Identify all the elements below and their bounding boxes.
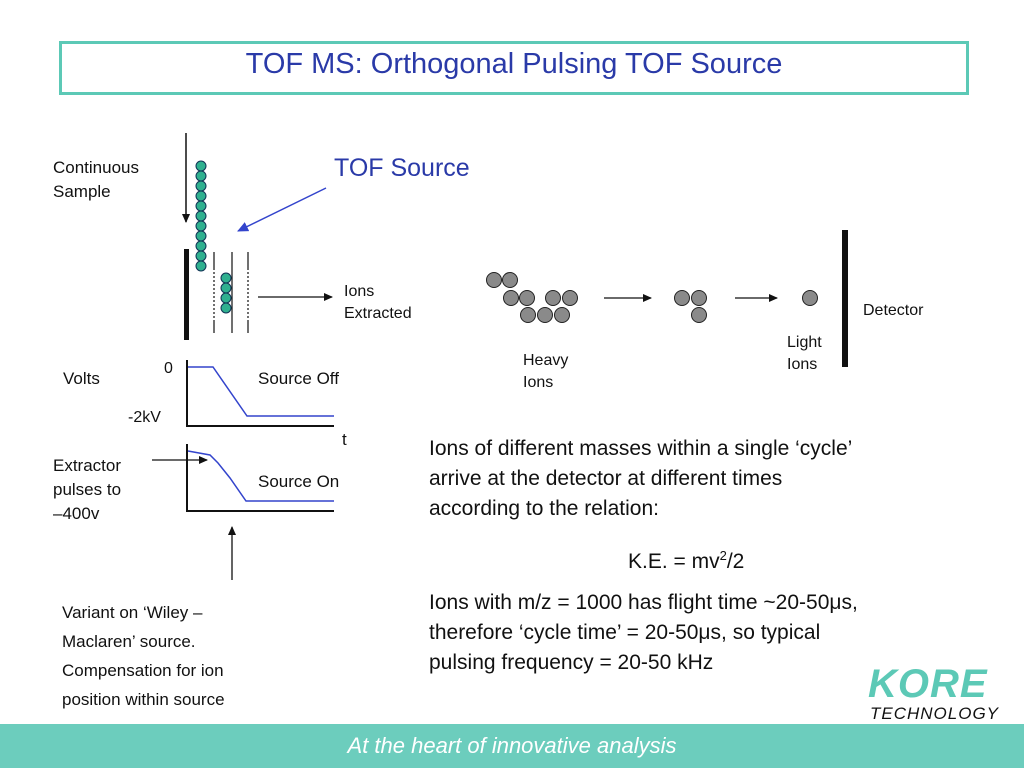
extraction-grids bbox=[213, 252, 249, 333]
repeller-plate bbox=[184, 249, 189, 340]
variant-note: Variant on ‘Wiley –Maclaren’ source. Com… bbox=[62, 603, 225, 709]
extracted-ion-packet bbox=[220, 272, 232, 314]
light-ion bbox=[802, 290, 818, 306]
source-off-label: Source Off bbox=[258, 369, 339, 388]
page-title: TOF MS: Orthogonal Pulsing TOF Source bbox=[245, 48, 783, 80]
kinetic-energy-formula: K.E. = mv2/2 bbox=[628, 548, 745, 573]
tof-source-label: TOF Source bbox=[334, 154, 470, 182]
source-on-plot bbox=[186, 444, 334, 512]
flight-time-paragraph: Ions with m/z = 1000 has flight time ~20… bbox=[429, 591, 858, 674]
minus-2kv-label: -2kV bbox=[128, 409, 161, 426]
detector-plate bbox=[842, 230, 848, 367]
detector-label: Detector bbox=[863, 302, 924, 319]
continuous-ion-beam bbox=[195, 160, 207, 272]
source-on-label: Source On bbox=[258, 472, 340, 491]
kore-logo: KORE bbox=[868, 662, 988, 706]
kore-logo-subtitle: TECHNOLOGY bbox=[870, 704, 1000, 723]
volts-label: Volts bbox=[63, 369, 100, 388]
zero-volt-label: 0 bbox=[164, 360, 173, 377]
footer-tagline: At the heart of innovative analysis bbox=[347, 733, 677, 758]
tof-source-pointer bbox=[237, 187, 327, 232]
heavy-ion-group bbox=[486, 272, 578, 323]
source-off-plot bbox=[186, 360, 334, 427]
title-frame bbox=[59, 41, 969, 95]
time-axis-label: t bbox=[342, 430, 347, 449]
medium-ion-group bbox=[674, 290, 707, 323]
explanation-paragraph: Ions of different masses within a single… bbox=[429, 437, 853, 520]
footer-band bbox=[0, 724, 1024, 768]
